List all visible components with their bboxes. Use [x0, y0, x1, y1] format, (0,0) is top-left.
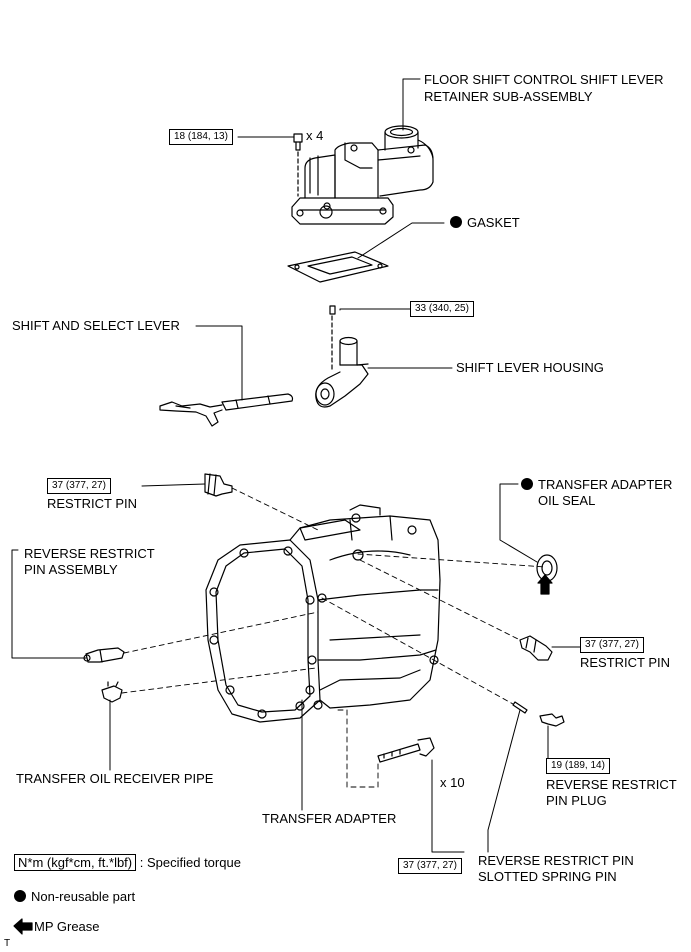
shift-lever-retainer-drawing — [291, 125, 434, 225]
shift-select-lever-drawing — [159, 393, 294, 427]
qty-retainer-bolts: x 4 — [306, 128, 324, 143]
label-transfer-oil-receiver-pipe: TRANSFER OIL RECEIVER PIPE — [16, 771, 214, 786]
label-gasket: GASKET — [450, 215, 520, 231]
transfer-adapter-housing-drawing — [205, 504, 441, 723]
grease-arrow-legend-icon — [13, 918, 33, 935]
label-floor-shift-retainer-line1: FLOOR SHIFT CONTROL SHIFT LEVER — [424, 72, 664, 87]
label-shift-select-lever: SHIFT AND SELECT LEVER — [12, 318, 180, 333]
legend-non-reusable-text: Non-reusable part — [31, 889, 136, 904]
shift-lever-housing-drawing — [315, 305, 369, 408]
gasket-drawing — [287, 251, 389, 283]
leader-lines — [11, 78, 581, 853]
legend-torque: N*m (kgf*cm, ft.*lbf) : Specified torque — [14, 854, 241, 871]
torque-housing-bolt: 33 (340, 25) — [410, 301, 474, 317]
label-reverse-restrict-pin-plug-line1: REVERSE RESTRICT — [546, 777, 677, 792]
non-reusable-dot-icon — [14, 890, 26, 902]
torque-retainer-bolt: 18 (184, 13) — [169, 129, 233, 145]
label-transfer-adapter-oil-seal-line2: OIL SEAL — [538, 493, 596, 508]
reverse-restrict-pin-assembly-drawing — [83, 647, 125, 663]
assembly-center-lines — [121, 487, 546, 788]
torque-restrict-pin-left: 37 (377, 27) — [47, 478, 111, 494]
label-slotted-spring-pin-line2: SLOTTED SPRING PIN — [478, 869, 617, 884]
grease-arrow-icon — [537, 574, 553, 595]
adapter-bolt-drawing — [377, 737, 435, 763]
legend-torque-box: N*m (kgf*cm, ft.*lbf) — [14, 854, 137, 871]
legend-non-reusable: Non-reusable part — [14, 889, 135, 905]
restrict-pin-left-drawing — [204, 473, 233, 497]
torque-restrict-pin-right: 37 (377, 27) — [580, 637, 644, 653]
label-floor-shift-retainer-line2: RETAINER SUB-ASSEMBLY — [424, 89, 593, 104]
label-reverse-restrict-pin-assembly-line2: PIN ASSEMBLY — [24, 562, 118, 577]
footer-mark: T — [4, 938, 11, 949]
label-shift-lever-housing: SHIFT LEVER HOUSING — [456, 360, 604, 375]
qty-adapter-bolts: x 10 — [440, 775, 465, 790]
label-reverse-restrict-pin-assembly-line1: REVERSE RESTRICT — [24, 546, 155, 561]
restrict-pin-right-drawing — [519, 635, 553, 661]
label-reverse-restrict-pin-plug-line2: PIN PLUG — [546, 793, 607, 808]
label-restrict-pin-right: RESTRICT PIN — [580, 655, 671, 670]
label-transfer-adapter: TRANSFER ADAPTER — [262, 811, 397, 826]
label-slotted-spring-pin-line1: REVERSE RESTRICT PIN — [478, 853, 634, 868]
label-gasket-text: GASKET — [467, 215, 520, 230]
legend-grease: MP Grease — [34, 919, 100, 934]
reverse-restrict-pin-plug-drawing — [539, 713, 565, 727]
non-reusable-dot-icon — [521, 478, 533, 490]
label-transfer-adapter-oil-seal-line1: TRANSFER ADAPTER — [521, 477, 672, 493]
legend-torque-text: : Specified torque — [139, 855, 241, 870]
slotted-spring-pin-drawing — [512, 701, 528, 714]
transfer-oil-receiver-pipe-drawing — [101, 681, 123, 703]
torque-adapter-bolt: 37 (377, 27) — [398, 858, 462, 874]
label-oil-seal-text: TRANSFER ADAPTER — [538, 477, 673, 492]
torque-reverse-restrict-pin-plug: 19 (189, 14) — [546, 758, 610, 774]
label-restrict-pin-left: RESTRICT PIN — [47, 496, 138, 511]
non-reusable-dot-icon — [450, 216, 462, 228]
